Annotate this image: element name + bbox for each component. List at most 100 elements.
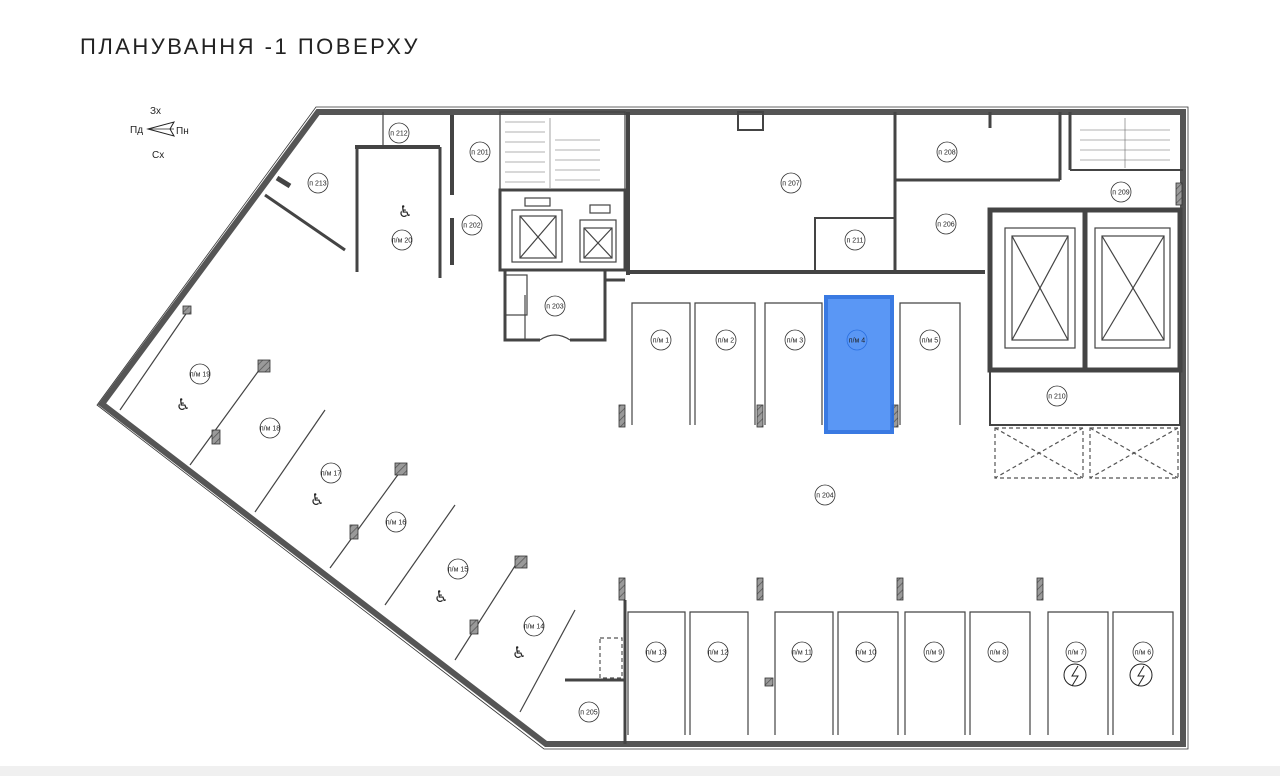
label-circle [780,172,802,194]
label-circle [791,641,813,663]
room-label-r201: п 201 [469,141,491,163]
label-text: п/м 2 [718,338,734,345]
parking-label-pm6[interactable]: п/м 6 [1132,641,1154,663]
label-circle [307,172,329,194]
parking-bays [119,302,1174,735]
label-text: п/м 14 [524,624,544,631]
page-title: ПЛАНУВАННЯ -1 ПОВЕРХУ [80,34,420,59]
parking-label-pm3[interactable]: п/м 3 [784,329,806,351]
label-text: п/м 13 [646,650,666,657]
label-circle [814,484,836,506]
room-label-r213: п 213 [307,172,329,194]
label-text: п 207 [782,181,800,188]
columns [182,182,1183,687]
parking-label-pm17[interactable]: п/м 17 [320,462,342,484]
label-text: п/м 4 [849,338,865,345]
parking-label-pm9[interactable]: п/м 9 [923,641,945,663]
wheelchair-icon: ♿ [398,202,412,221]
label-circle [1110,181,1132,203]
parking-label-pm12[interactable]: п/м 12 [707,641,729,663]
compass-south: Пд [130,125,143,136]
bottom-strip [0,766,1280,776]
parking-label-pm20[interactable]: п/м 20 [391,229,413,251]
label-circle [784,329,806,351]
compass: Зх Пд Пн Сх [130,106,189,161]
ev-charging-icon [1129,663,1153,687]
wheelchair-icon: ♿ [434,587,448,606]
parking-label-pm1[interactable]: п/м 1 [650,329,672,351]
label-text: п/м 10 [856,650,876,657]
parking-label-pm11[interactable]: п/м 11 [791,641,813,663]
label-circle [461,214,483,236]
ev-charging-icons [1063,663,1153,687]
room-label-r208: п 208 [936,141,958,163]
label-text: п/м 11 [792,650,812,657]
label-circle [919,329,941,351]
label-text: п/м 1 [653,338,669,345]
label-circle [1065,641,1087,663]
interior-walls [264,111,1183,744]
parking-label-pm2[interactable]: п/м 2 [715,329,737,351]
label-text: п 201 [471,150,489,157]
parking-label-pm10[interactable]: п/м 10 [855,641,877,663]
label-text: п 204 [816,493,834,500]
parking-label-pm16[interactable]: п/м 16 [385,511,407,533]
label-text: п/м 17 [321,471,341,478]
parking-label-pm13[interactable]: п/м 13 [645,641,667,663]
label-circle [936,141,958,163]
parking-label-pm8[interactable]: п/м 8 [987,641,1009,663]
ev-charging-icon [1063,663,1087,687]
exterior-walls [97,109,1186,747]
label-text: п/м 8 [990,650,1006,657]
label-text: п 209 [1112,190,1130,197]
room-label-r205: п 205 [578,701,600,723]
selected-parking-space[interactable] [824,295,894,434]
label-circle [523,615,545,637]
room-label-r204: п 204 [814,484,836,506]
room-label-r206: п 206 [935,213,957,235]
parking-label-pm15[interactable]: п/м 15 [447,558,469,580]
label-text: п/м 18 [260,426,280,433]
room-label-r202: п 202 [461,214,483,236]
compass-west: Зх [150,106,161,117]
label-text: п/м 5 [922,338,938,345]
label-circle [645,641,667,663]
accessibility-icons: ♿ ♿ ♿ ♿ ♿ [176,202,526,662]
label-text: п/м 7 [1068,650,1084,657]
label-text: п 212 [390,131,408,138]
label-circle [388,122,410,144]
parking-label-pm5[interactable]: п/м 5 [919,329,941,351]
label-circle [189,363,211,385]
label-circle [320,462,342,484]
label-circle [846,329,868,351]
parking-label-pm18[interactable]: п/м 18 [259,417,281,439]
label-circle [844,229,866,251]
room-label-r203: п 203 [544,295,566,317]
parking-label-pm14[interactable]: п/м 14 [523,615,545,637]
label-circle [855,641,877,663]
parking-label-pm19[interactable]: п/м 19 [189,363,211,385]
room-label-r212: п 212 [388,122,410,144]
label-text: п/м 12 [708,650,728,657]
label-circle [259,417,281,439]
label-text: п/м 15 [448,567,468,574]
label-text: п/м 20 [392,238,412,245]
label-circle [469,141,491,163]
label-text: п/м 19 [190,372,210,379]
parking-label-pm7[interactable]: п/м 7 [1065,641,1087,663]
wheelchair-icon: ♿ [310,490,324,509]
label-circle [391,229,413,251]
label-circle [650,329,672,351]
label-text: п/м 3 [787,338,803,345]
label-circle [385,511,407,533]
label-circle [1132,641,1154,663]
label-text: п 208 [938,150,956,157]
parking-label-pm4[interactable]: п/м 4 [846,329,868,351]
space-labels: п 212 п 201 п 213 п 202 п 203 п 207 п 208 п 209… [189,122,1154,723]
label-circle [544,295,566,317]
label-text: п 210 [1048,394,1066,401]
label-text: п/м 9 [926,650,942,657]
label-text: п 203 [546,304,564,311]
compass-north: Пн [176,126,189,137]
